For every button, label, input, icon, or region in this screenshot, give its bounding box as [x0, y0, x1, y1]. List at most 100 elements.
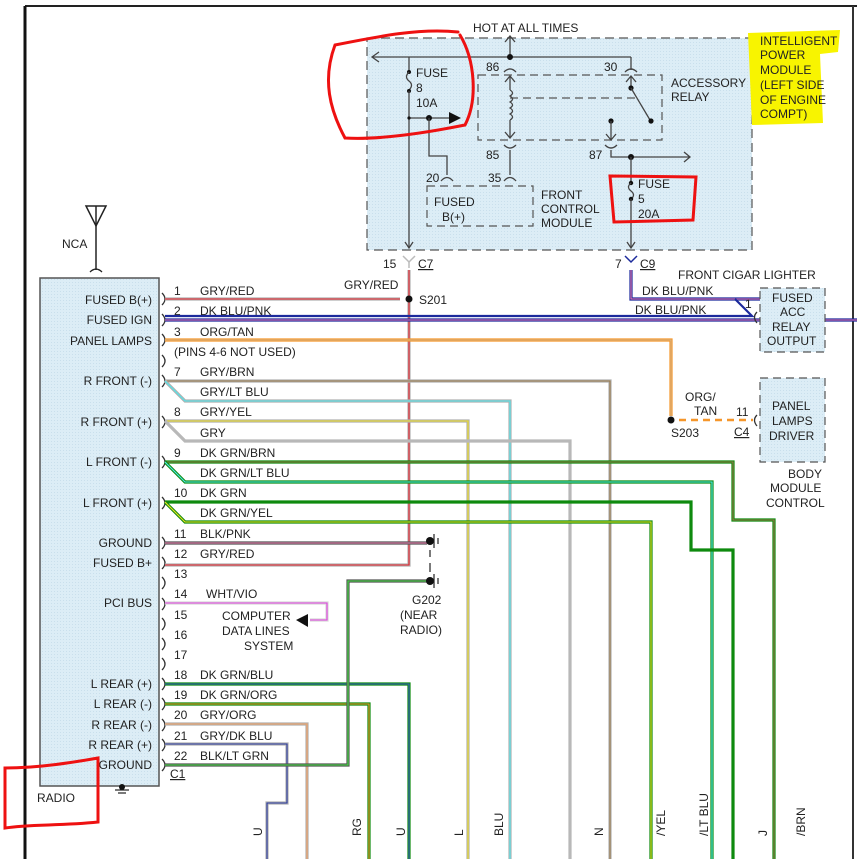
relay-coil-icon: [508, 89, 514, 121]
wire-pin-number: 12: [174, 547, 188, 561]
cigar-box-1: FUSED: [772, 291, 813, 305]
wire-pin-number: 11: [174, 527, 187, 541]
intelligent-power-module: [366, 34, 753, 251]
wire-color-label: GRY/LT BLU: [200, 385, 269, 399]
s203-label: S203: [671, 426, 699, 440]
relay-switch-icon: [630, 87, 651, 121]
fuse8-rating: 10A: [416, 96, 437, 110]
wire-pin-number: 18: [174, 668, 188, 682]
antenna-icon: [84, 205, 108, 273]
wire-pin-number: 13: [174, 567, 188, 581]
radio-label: RADIO: [37, 791, 75, 805]
c7-pin: 15: [383, 257, 397, 271]
radio-ground-symbol: [115, 784, 129, 794]
wire-stripe: [164, 380, 511, 859]
wire-pin-number: 9: [174, 446, 181, 460]
pin-cup: [161, 637, 166, 651]
c9-pin: 7: [615, 257, 622, 271]
arrow-left-icon: [296, 614, 308, 627]
bcm-box-2: LAMPS: [772, 414, 813, 428]
pin-cup: [161, 556, 166, 570]
fcm-label-1: FRONT: [541, 188, 583, 202]
pin-cup: [161, 758, 166, 772]
pin-cup: [161, 677, 166, 691]
radio-pin-label: GROUND: [99, 758, 153, 772]
wire-stripe: [630, 270, 765, 300]
cigar-box-4: OUTPUT: [767, 334, 817, 348]
pin-cup: [161, 313, 166, 327]
radio-pin-label: L REAR (+): [91, 677, 152, 691]
s201-wire-label: GRY/RED: [344, 278, 399, 292]
fused-acc-relay-output-box: [759, 287, 826, 353]
bottom-wire-label: J: [756, 830, 770, 836]
pin-cup: [161, 333, 166, 347]
pin-cup: [161, 536, 166, 550]
cigar-pin: 1: [745, 297, 752, 311]
bcm-label-3: CONTROL: [766, 496, 825, 510]
bottom-wire-label: L: [452, 829, 466, 836]
wire-stripe: [165, 602, 328, 621]
fcm-label-2: CONTROL: [541, 202, 600, 216]
wire-color-label: BLK/LT GRN: [200, 749, 269, 763]
wire-pin-number: 20: [174, 708, 188, 722]
cigar-box-3: RELAY: [772, 320, 810, 334]
pin-cup: [161, 597, 166, 611]
bottom-wire-label: N: [592, 827, 606, 836]
g202-line-2: RADIO): [400, 623, 442, 637]
cigar-wire-lower: DK BLU/PNK: [635, 303, 706, 317]
pin-cup: [161, 718, 166, 732]
wire-color-label: GRY: [200, 426, 226, 440]
wire-pin-number: 14: [174, 587, 188, 601]
ipm-label-2: POWER: [760, 48, 806, 62]
bottom-wire-label: U: [394, 827, 408, 836]
wire-color-label: GRY/RED: [200, 284, 255, 298]
radio-pin-label: PCI BUS: [104, 596, 152, 610]
bcm-connector: C4: [734, 425, 750, 439]
wire-color-label: DK BLU/PNK: [200, 304, 271, 318]
wire-color-label: GRY/BRN: [200, 365, 254, 379]
front-control-module-box: [426, 185, 534, 227]
radio-pin-label: L REAR (-): [94, 697, 152, 711]
wire-stripe: [165, 580, 427, 766]
fuse5-label: FUSE: [638, 177, 670, 191]
radio-pin-label: GROUND: [99, 536, 153, 550]
wire-stripe: [165, 339, 672, 416]
bcm-label-1: BODY: [788, 467, 822, 481]
wire-stripe: [165, 380, 611, 859]
relay-label-2: RELAY: [671, 90, 709, 104]
markup-box-fuse5: [608, 174, 698, 224]
wire-stripe: [164, 420, 571, 859]
fcm-box-line-1: FUSED: [434, 195, 475, 209]
bcm-pin: 11: [736, 405, 749, 419]
radio-pin-label: FUSED B(+): [85, 293, 152, 307]
wires: [163, 270, 857, 859]
fcm-box-line-2: B(+): [442, 210, 465, 224]
wire-color-label: DK GRN/BRN: [200, 446, 275, 460]
radio-pin-label: FUSED IGN: [87, 313, 152, 327]
bcm-label-2: MODULE: [770, 481, 821, 495]
fuse5-rating: 20A: [638, 207, 659, 221]
s203-wire-1: ORG/: [685, 390, 716, 404]
splice-s201: [405, 295, 413, 303]
radio-pin-label: R FRONT (+): [81, 415, 152, 429]
c9-label: C9: [640, 257, 656, 271]
radio-pin-label: L FRONT (-): [86, 455, 152, 469]
pin-cup: [161, 576, 166, 590]
wire-stripe: [165, 420, 469, 859]
ipm-label-1: INTELLIGENT: [760, 34, 838, 48]
wire-color-label: DK GRN/YEL: [200, 506, 273, 520]
wire-stripe: [165, 270, 410, 566]
pin-30: 30: [604, 60, 618, 74]
radio-pin-label: PANEL LAMPS: [70, 334, 152, 348]
pin-cup: [161, 657, 166, 671]
hot-at-all-times-label: HOT AT ALL TIMES: [473, 21, 578, 35]
wire-stripe: [165, 743, 288, 859]
wire-color-label: GRY/YEL: [200, 405, 252, 419]
c1-connector-label: C1: [170, 767, 186, 781]
connector-c9: 7 C9: [615, 255, 656, 271]
arrow-right-icon: [449, 112, 461, 124]
wire-pin-number: 22: [174, 749, 188, 763]
wire-color-label: DK GRN: [200, 486, 247, 500]
